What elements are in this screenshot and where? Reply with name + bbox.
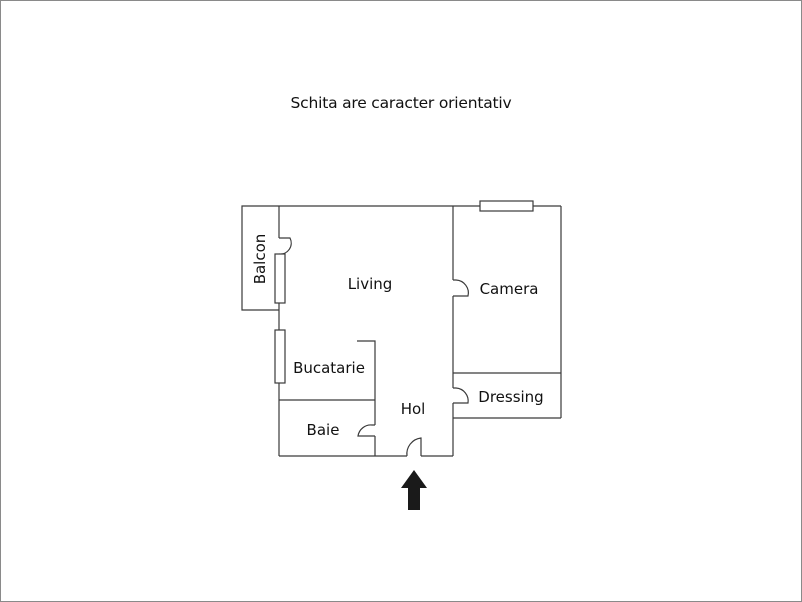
- balcony-window: [274, 253, 286, 304]
- entrance-arrow-icon: [401, 470, 427, 510]
- balcony-wall: [241, 205, 279, 311]
- kitchen-window: [274, 329, 286, 384]
- entry-door: [406, 437, 422, 457]
- room-label-living: Living: [348, 275, 393, 293]
- room-label-bucatarie: Bucatarie: [293, 359, 365, 377]
- room-label-baie: Baie: [307, 421, 340, 439]
- kitchen-wall: [357, 340, 376, 425]
- balcony-door: [278, 237, 292, 255]
- room-label-hol: Hol: [401, 400, 426, 418]
- page-title: Schita are caracter orientativ: [290, 94, 512, 112]
- camera-window: [479, 200, 534, 212]
- dressing-door: [453, 387, 469, 404]
- room-label-camera: Camera: [480, 280, 539, 298]
- room-label-balcon: Balcon: [251, 234, 269, 285]
- room-label-dressing: Dressing: [478, 388, 543, 406]
- bath-door: [357, 424, 375, 437]
- camera-door: [453, 279, 469, 297]
